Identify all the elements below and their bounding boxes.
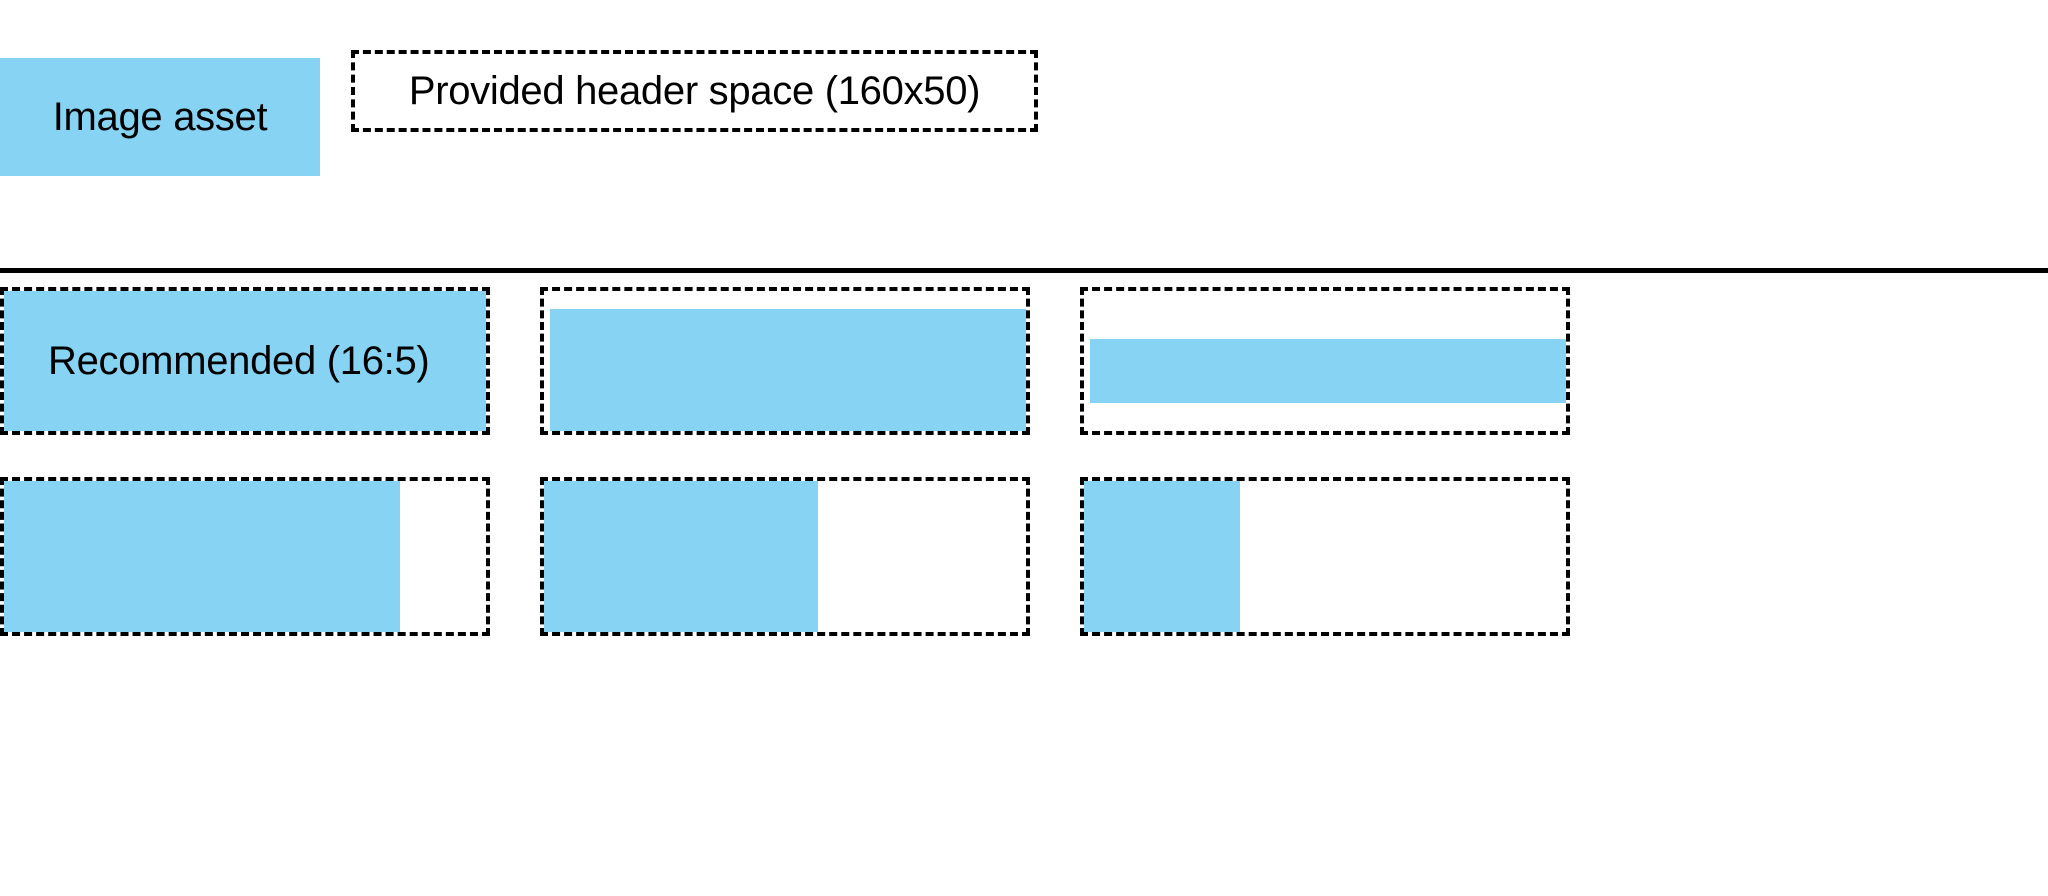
tile-fill: [550, 309, 1026, 431]
provided-header-space-label: Provided header space (160x50): [408, 69, 981, 113]
tile-fill: [4, 481, 400, 632]
horizontal-divider: [0, 268, 2048, 273]
tile-fill: [1090, 339, 1566, 403]
image-asset-swatch: Image asset: [0, 58, 320, 176]
tile-narrow-left-fill: [1080, 477, 1570, 636]
tile-fill: [4, 291, 486, 431]
tile-fill: [544, 481, 818, 632]
tile-fill: [1084, 481, 1240, 632]
tile-inset-vertical: [540, 287, 1030, 435]
provided-header-space-box: Provided header space (160x50): [351, 50, 1038, 132]
tile-thin-band: [1080, 287, 1570, 435]
tile-wide-left-fill: [0, 477, 490, 636]
image-asset-label: Image asset: [52, 95, 268, 139]
tile-medium-left-fill: [540, 477, 1030, 636]
tile-recommended-16-5: Recommended (16:5): [0, 287, 490, 435]
recommended-ratio-label: Recommended (16:5): [48, 339, 430, 383]
